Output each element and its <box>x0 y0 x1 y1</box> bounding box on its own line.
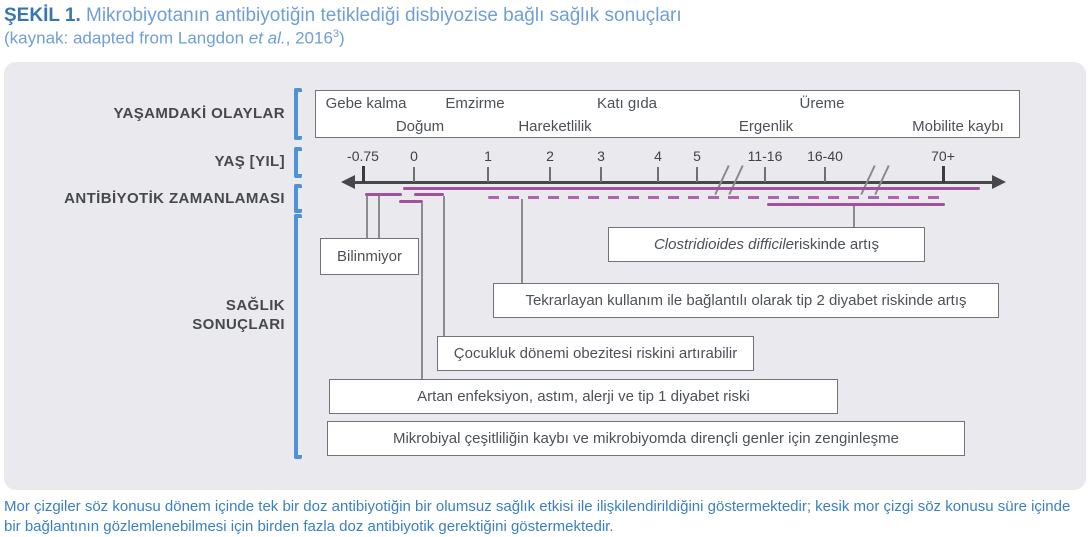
life-event-label: Mobilite kaybı <box>912 118 1004 135</box>
axis-tick <box>487 167 489 182</box>
axis-tick-label: 1 <box>484 148 492 164</box>
life-event-label: Doğum <box>395 118 445 135</box>
axis-tick <box>824 167 826 182</box>
axis-tick-label: 2 <box>546 148 554 164</box>
age-axis-line <box>352 181 994 184</box>
axis-tick-label: 4 <box>654 148 662 164</box>
axis-tick <box>764 167 766 182</box>
row-label-health-outcomes: SAĞLIK SONUÇLARI <box>192 296 285 334</box>
antibiotic-line-solid <box>403 186 980 190</box>
bracket-life-events <box>294 88 302 140</box>
source-superscript: 3 <box>332 28 340 40</box>
life-event-label: Katı gıda <box>596 95 658 112</box>
outcome-box: Clostridioides difficile riskinde artış <box>608 227 925 262</box>
source-year: , 2016 <box>285 28 333 48</box>
connector-line <box>378 196 380 238</box>
bracket-age <box>294 147 302 178</box>
row-label-life-events: YAŞAMDAKİ OLAYLAR <box>113 105 285 122</box>
figure-title-line: ŞEKİL 1. Mikrobiyotanın antibiyotiğin te… <box>4 4 682 28</box>
axis-tick <box>362 166 365 183</box>
outcome-box: Bilinmiyor <box>320 238 419 275</box>
axis-arrow-left-icon <box>341 175 355 189</box>
axis-tick <box>600 167 602 182</box>
axis-tick-label: 16-40 <box>807 148 843 164</box>
antibiotic-line-dashed <box>488 195 947 199</box>
life-event-label: Üreme <box>799 95 845 112</box>
figure-source-line: (kaynak: adapted from Langdon et al., 20… <box>4 28 345 49</box>
figure-caption: Mor çizgiler söz konusu dönem içinde tek… <box>4 498 1071 535</box>
axis-tick <box>549 167 551 182</box>
axis-arrow-right-icon <box>992 175 1006 189</box>
connector-line <box>421 203 423 379</box>
axis-tick <box>413 167 415 182</box>
connector-line <box>853 206 855 227</box>
axis-tick <box>942 166 945 183</box>
health-label-line2: SONUÇLARI <box>192 316 285 333</box>
outcome-box: Mikrobiyal çeşitliliğin kaybı ve mikrobi… <box>327 421 965 456</box>
antibiotic-line-solid <box>365 192 402 196</box>
life-event-label: Emzirme <box>445 95 505 112</box>
connector-line <box>366 196 368 238</box>
axis-tick-label: 70+ <box>931 148 955 164</box>
axis-tick-label: 0 <box>410 148 418 164</box>
antibiotic-line-solid <box>414 192 444 196</box>
source-close: ) <box>339 28 345 48</box>
outcome-text: Artan enfeksiyon, astım, alerji ve tip 1… <box>417 388 750 405</box>
health-label-line1: SAĞLIK <box>225 297 285 314</box>
axis-tick-label: 11-16 <box>747 148 783 164</box>
life-event-label: Ergenlik <box>738 118 794 135</box>
outcome-text: Mikrobiyal çeşitliliğin kaybı ve mikrobi… <box>392 430 900 447</box>
antibiotic-line-solid <box>399 199 423 203</box>
axis-tick <box>696 167 698 182</box>
source-prefix: (kaynak: adapted from Langdon <box>4 28 249 48</box>
outcome-box: Artan enfeksiyon, astım, alerji ve tip 1… <box>329 379 838 414</box>
source-etal: et al. <box>248 28 286 48</box>
row-label-age: YAŞ [YIL] <box>214 153 285 170</box>
outcome-text: riskinde artış <box>794 236 880 253</box>
outcome-text: Bilinmiyor <box>336 248 402 265</box>
antibiotic-line-solid <box>767 202 945 206</box>
life-event-label: Gebe kalma <box>325 95 407 112</box>
axis-tick-label: 5 <box>693 148 701 164</box>
life-events-box <box>315 90 1020 138</box>
connector-line <box>521 199 523 283</box>
axis-tick <box>657 167 659 182</box>
axis-tick-label: -0.75 <box>347 148 379 164</box>
axis-tick-label: 3 <box>597 148 605 164</box>
outcome-text: Tekrarlayan kullanım ile bağlantılı olar… <box>525 292 967 309</box>
row-label-antibiotic-timing: ANTİBİYOTİK ZAMANLAMASI <box>64 190 285 207</box>
bracket-health-outcomes <box>294 214 302 459</box>
figure-title: Mikrobiyotanın antibiyotiğin tetiklediği… <box>80 5 682 26</box>
figure-number-label: ŞEKİL 1. <box>4 5 81 26</box>
outcome-box: Tekrarlayan kullanım ile bağlantılı olar… <box>493 283 999 318</box>
connector-line <box>443 196 445 336</box>
outcome-text: Çocukluk dönemi obezitesi riskini artıra… <box>453 345 738 362</box>
bracket-antibiotic-timing <box>294 184 302 213</box>
outcome-text-italic: Clostridioides difficile <box>653 236 795 253</box>
outcome-box: Çocukluk dönemi obezitesi riskini artıra… <box>437 336 754 371</box>
life-event-label: Hareketlilik <box>518 118 592 135</box>
